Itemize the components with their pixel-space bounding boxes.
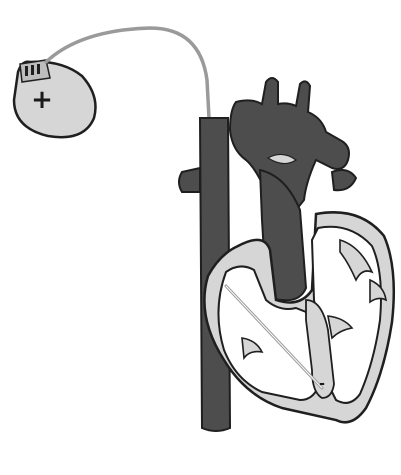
pulmonary-artery-branch	[332, 170, 356, 190]
negative-sign: -	[319, 376, 325, 392]
connector-pin	[31, 65, 34, 75]
connector-pin	[37, 64, 40, 74]
connector-pin	[25, 66, 28, 76]
aortic-arch	[230, 78, 356, 210]
positive-sign: +	[31, 85, 53, 115]
pacemaker-generator: +	[14, 60, 96, 137]
pulmonary-vein-left	[179, 168, 200, 192]
